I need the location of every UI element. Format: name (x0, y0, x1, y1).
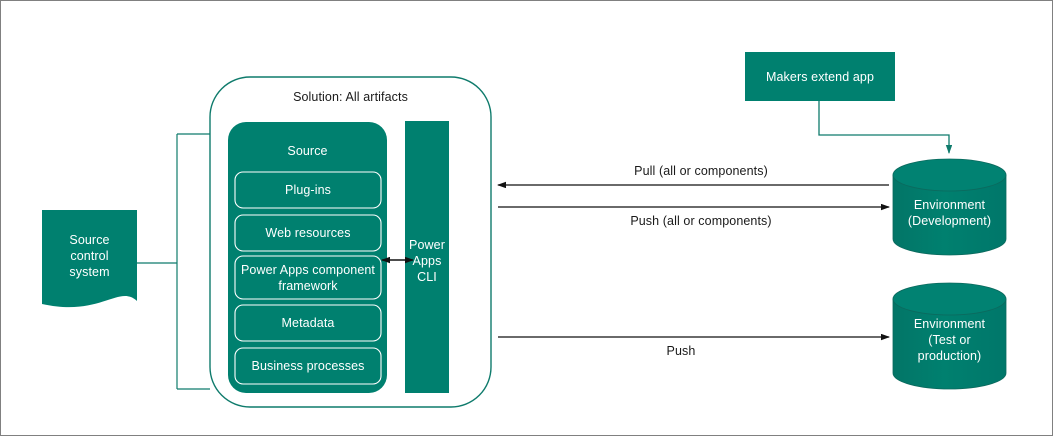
source-bracket-connector (137, 133, 210, 390)
push-dev-arrow-label: Push (all or components) (630, 214, 772, 228)
source-stack-shape (228, 122, 387, 393)
artifact-box-metadata (234, 304, 382, 342)
power-apps-cli-shape (405, 121, 449, 393)
source-control-system-shape (42, 210, 137, 308)
env-development-shape (892, 158, 1007, 256)
solution-title: Solution: All artifacts (293, 90, 408, 104)
artifact-box-plug-ins (234, 171, 382, 209)
push-test-arrow-label: Push (666, 344, 696, 358)
artifact-box-business-processes (234, 347, 382, 385)
solution-container-outline (209, 76, 492, 408)
pull-arrow-label: Pull (all or components) (634, 164, 768, 178)
env-test-production-shape (892, 282, 1007, 390)
artifact-box-web-resources (234, 214, 382, 252)
makers-to-dev-connector (818, 101, 953, 154)
artifact-box-pcf (234, 255, 382, 300)
makers-extend-app-shape (745, 52, 895, 101)
